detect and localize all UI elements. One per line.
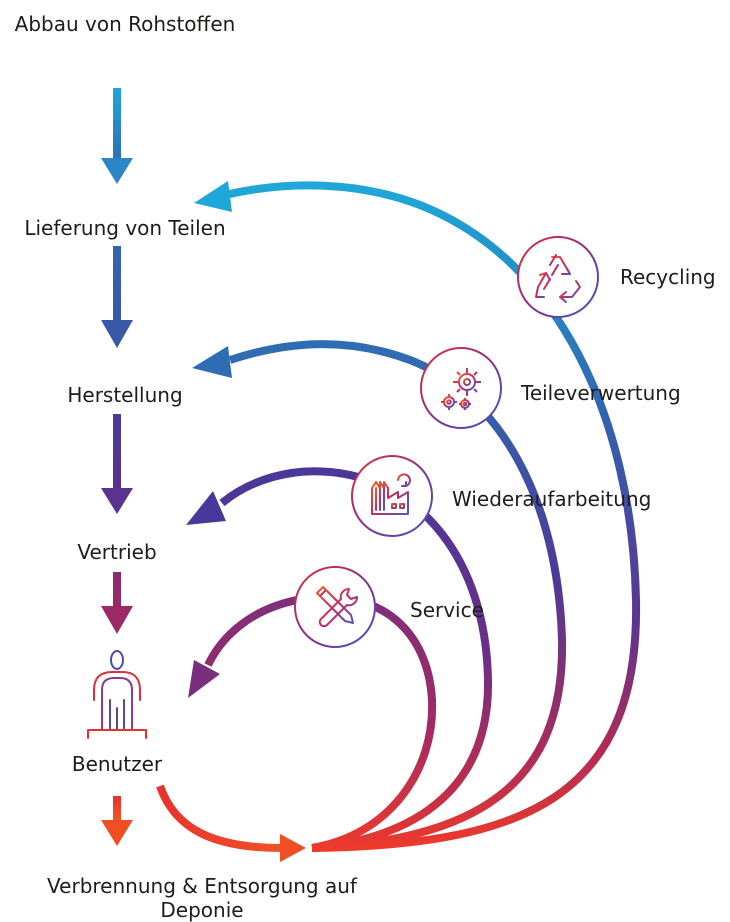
arrow-benutzer-to-entsorgung (101, 796, 133, 846)
arrow-herstellung-to-vertrieb (101, 414, 133, 514)
factory-icon (371, 473, 411, 515)
stage-label-herstellung: Herstellung (67, 383, 183, 407)
loop-teileverwertung-arc (192, 340, 567, 852)
loop-service-arc (188, 593, 437, 852)
main-flow-arrows (101, 88, 133, 846)
stage-label-entsorgung: Verbrennung & Entsorgung auf Deponie (47, 874, 357, 922)
stage-label-abbau: Abbau von Rohstoffen (14, 12, 236, 36)
arrow-lieferung-to-herstellung (101, 246, 133, 348)
user-icon (87, 650, 147, 739)
arrow-benutzer-to-disposal-hub (156, 784, 306, 862)
teileverwertung-circle (420, 347, 502, 429)
recycling-circle (517, 236, 599, 318)
arrow-vertrieb-to-benutzer (101, 572, 133, 634)
stage-label-lieferung: Lieferung von Teilen (24, 216, 226, 240)
loop-label-wiederaufarbeitung: Wiederaufarbeitung (452, 487, 652, 511)
wiederaufarbeitung-circle (351, 455, 433, 537)
arrow-abbau-to-lieferung (101, 88, 133, 184)
gears-icon (441, 368, 481, 410)
recycle-icon (535, 254, 581, 303)
loop-wiederaufarbeitung-arc (186, 467, 493, 852)
loop-recycling-arc (194, 181, 641, 852)
stage-label-benutzer: Benutzer (71, 752, 163, 776)
service-circle (294, 566, 376, 648)
loop-label-service: Service (410, 598, 484, 622)
stage-label-vertrieb: Vertrieb (77, 540, 157, 564)
tools-icon (316, 586, 358, 628)
loop-label-teileverwertung: Teileverwertung (521, 381, 681, 405)
loop-label-recycling: Recycling (620, 265, 716, 289)
